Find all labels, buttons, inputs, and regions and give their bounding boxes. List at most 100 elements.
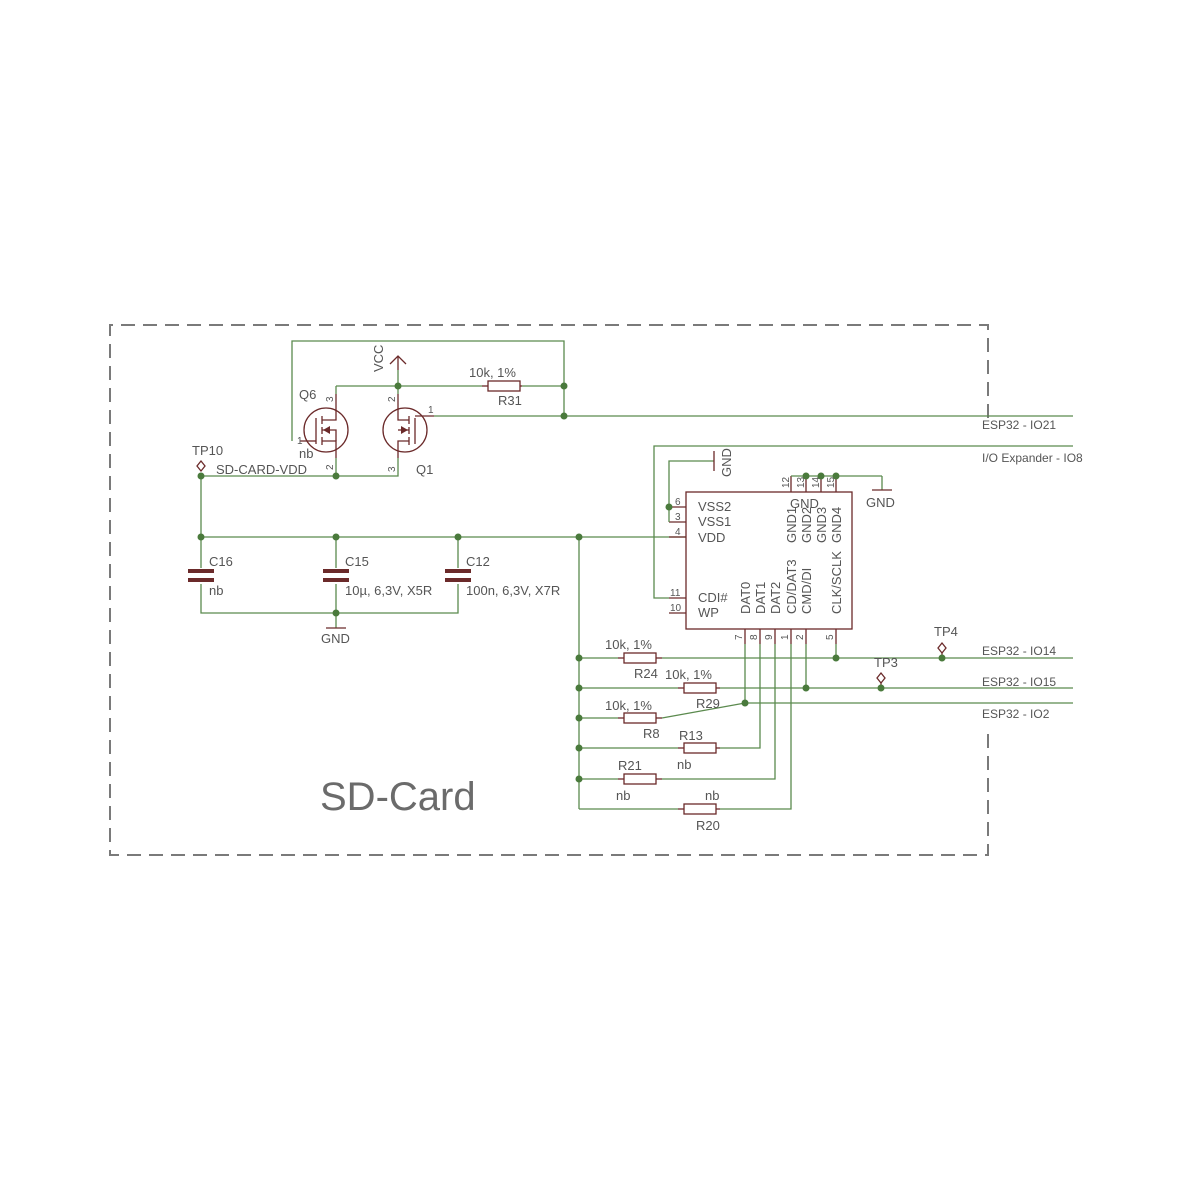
- tp10-ref: TP10: [192, 443, 223, 458]
- c16-value: nb: [209, 583, 223, 598]
- capacitor-c16: C16 nb: [188, 554, 233, 598]
- q6-ref: Q6: [299, 387, 316, 402]
- pin-9-num: 9: [764, 634, 775, 640]
- gnd-symbol-top: GND: [790, 496, 819, 511]
- power-switch-wires: [200, 340, 1073, 537]
- net-esp32-io2: ESP32 - IO2: [982, 707, 1050, 721]
- pin-13-num: 13: [796, 476, 807, 488]
- q6-value: nb: [299, 446, 313, 461]
- r20-value: nb: [705, 788, 719, 803]
- pin-gnd3-name: GND3: [814, 507, 829, 543]
- tp4-ref: TP4: [934, 624, 958, 639]
- pin-dat0-name: DAT0: [738, 582, 753, 614]
- mosfet-q6: Q6 nb 1 2 3: [297, 387, 349, 470]
- r31-ref: R31: [498, 393, 522, 408]
- pin-gnd1-name: GND1: [784, 507, 799, 543]
- r21-value: nb: [616, 788, 630, 803]
- r24-ref: R24: [634, 666, 658, 681]
- pin-vss2-name: VSS2: [698, 499, 731, 514]
- q6-pin-1: 1: [297, 436, 303, 447]
- gnd-symbol-right: GND: [866, 476, 895, 510]
- capacitor-c15: C15 10µ, 6,3V, X5R: [323, 554, 432, 598]
- vcc-supply-symbol: VCC: [371, 345, 407, 372]
- sd-card-vdd-net-label: SD-CARD-VDD: [216, 462, 307, 477]
- r13-value: nb: [677, 757, 691, 772]
- pin-cmd-di-name: CMD/DI: [799, 568, 814, 614]
- q6-pin-2: 2: [325, 464, 336, 470]
- r13-ref: R13: [679, 728, 703, 743]
- r29-value: 10k, 1%: [665, 667, 712, 682]
- junction-dots: [197, 382, 946, 783]
- pin-wp-name: WP: [698, 605, 719, 620]
- c15-ref: C15: [345, 554, 369, 569]
- pin-cdi-name: CDI#: [698, 590, 728, 605]
- net-esp32-io14: ESP32 - IO14: [982, 644, 1056, 658]
- pin-14-num: 14: [811, 476, 822, 488]
- pin-clk-sclk-name: CLK/SCLK: [829, 551, 844, 614]
- pin-15-num: 15: [826, 476, 837, 488]
- resistor-r21: R21 nb: [616, 758, 662, 803]
- pin-11-num: 11: [670, 588, 681, 599]
- pin-cd-dat3-name: CD/DAT3: [784, 559, 799, 614]
- capacitor-c12: C12 100n, 6,3V, X7R: [445, 554, 560, 598]
- resistor-r31: 10k, 1% R31: [469, 365, 522, 408]
- pin-3-num: 3: [675, 512, 681, 523]
- resistor-r8: 10k, 1% R8: [605, 698, 662, 741]
- q1-pin-1: 1: [428, 405, 434, 416]
- resistor-r20: nb R20: [678, 788, 720, 833]
- pin-vss1-name: VSS1: [698, 514, 731, 529]
- pin-4-num: 4: [675, 527, 681, 538]
- q1-pin-3: 3: [387, 466, 398, 472]
- pin-gnd2-name: GND2: [799, 507, 814, 543]
- gnd-caps-label: GND: [321, 631, 350, 646]
- mosfet-q1: Q1 1 2 3: [382, 394, 434, 477]
- pin-gnd4-name: GND4: [829, 507, 844, 543]
- net-esp32-io21: ESP32 - IO21: [982, 418, 1056, 432]
- gnd-right-label: GND: [866, 495, 895, 510]
- q6-pin-3: 3: [325, 396, 336, 402]
- pin-6-num: 6: [675, 497, 681, 508]
- c15-value: 10µ, 6,3V, X5R: [345, 583, 432, 598]
- r8-ref: R8: [643, 726, 660, 741]
- pin-12-num: 12: [781, 476, 792, 488]
- vcc-label: VCC: [371, 345, 386, 372]
- gnd-top-label: GND: [790, 496, 819, 511]
- resistor-r24: 10k, 1% R24: [605, 637, 662, 681]
- resistor-r13: R13 nb: [677, 728, 720, 772]
- r29-ref: R29: [696, 696, 720, 711]
- pin-7-num: 7: [734, 634, 745, 640]
- c12-ref: C12: [466, 554, 490, 569]
- decoupling-wires: [200, 536, 686, 628]
- q1-pin-2: 2: [387, 396, 398, 402]
- pin-8-num: 8: [749, 634, 760, 640]
- c16-ref: C16: [209, 554, 233, 569]
- pin-dat1-name: DAT1: [753, 582, 768, 614]
- pin-dat2-name: DAT2: [768, 582, 783, 614]
- pin-2-num: 2: [795, 634, 806, 640]
- sd-socket: 6 3 4 11 10 VSS2 VSS1 VDD CDI# WP 12 13 …: [669, 476, 853, 644]
- sheet-frame: [109, 324, 989, 856]
- pin-5-num: 5: [825, 634, 836, 640]
- testpoint-tp10: TP10: [192, 443, 223, 473]
- r24-value: 10k, 1%: [605, 637, 652, 652]
- testpoint-tp4: TP4: [934, 624, 958, 658]
- r20-ref: R20: [696, 818, 720, 833]
- gnd-symbol-vss: GND: [713, 448, 734, 477]
- resistor-r29: 10k, 1% R29: [665, 667, 720, 711]
- pin-1-num: 1: [780, 634, 791, 640]
- pin-vdd-name: VDD: [698, 530, 725, 545]
- gnd-vss-label: GND: [719, 448, 734, 477]
- sheet-title: SD-Card: [320, 775, 476, 819]
- r21-ref: R21: [618, 758, 642, 773]
- testpoint-tp3: TP3: [874, 655, 898, 688]
- pin-10-num: 10: [670, 603, 682, 614]
- tp3-ref: TP3: [874, 655, 898, 670]
- q1-ref: Q1: [416, 462, 433, 477]
- c12-value: 100n, 6,3V, X7R: [466, 583, 560, 598]
- gnd-symbol-caps: GND: [321, 627, 350, 646]
- net-io-expander-io8: I/O Expander - IO8: [982, 451, 1083, 465]
- r8-value: 10k, 1%: [605, 698, 652, 713]
- net-esp32-io15: ESP32 - IO15: [982, 675, 1056, 689]
- r31-value: 10k, 1%: [469, 365, 516, 380]
